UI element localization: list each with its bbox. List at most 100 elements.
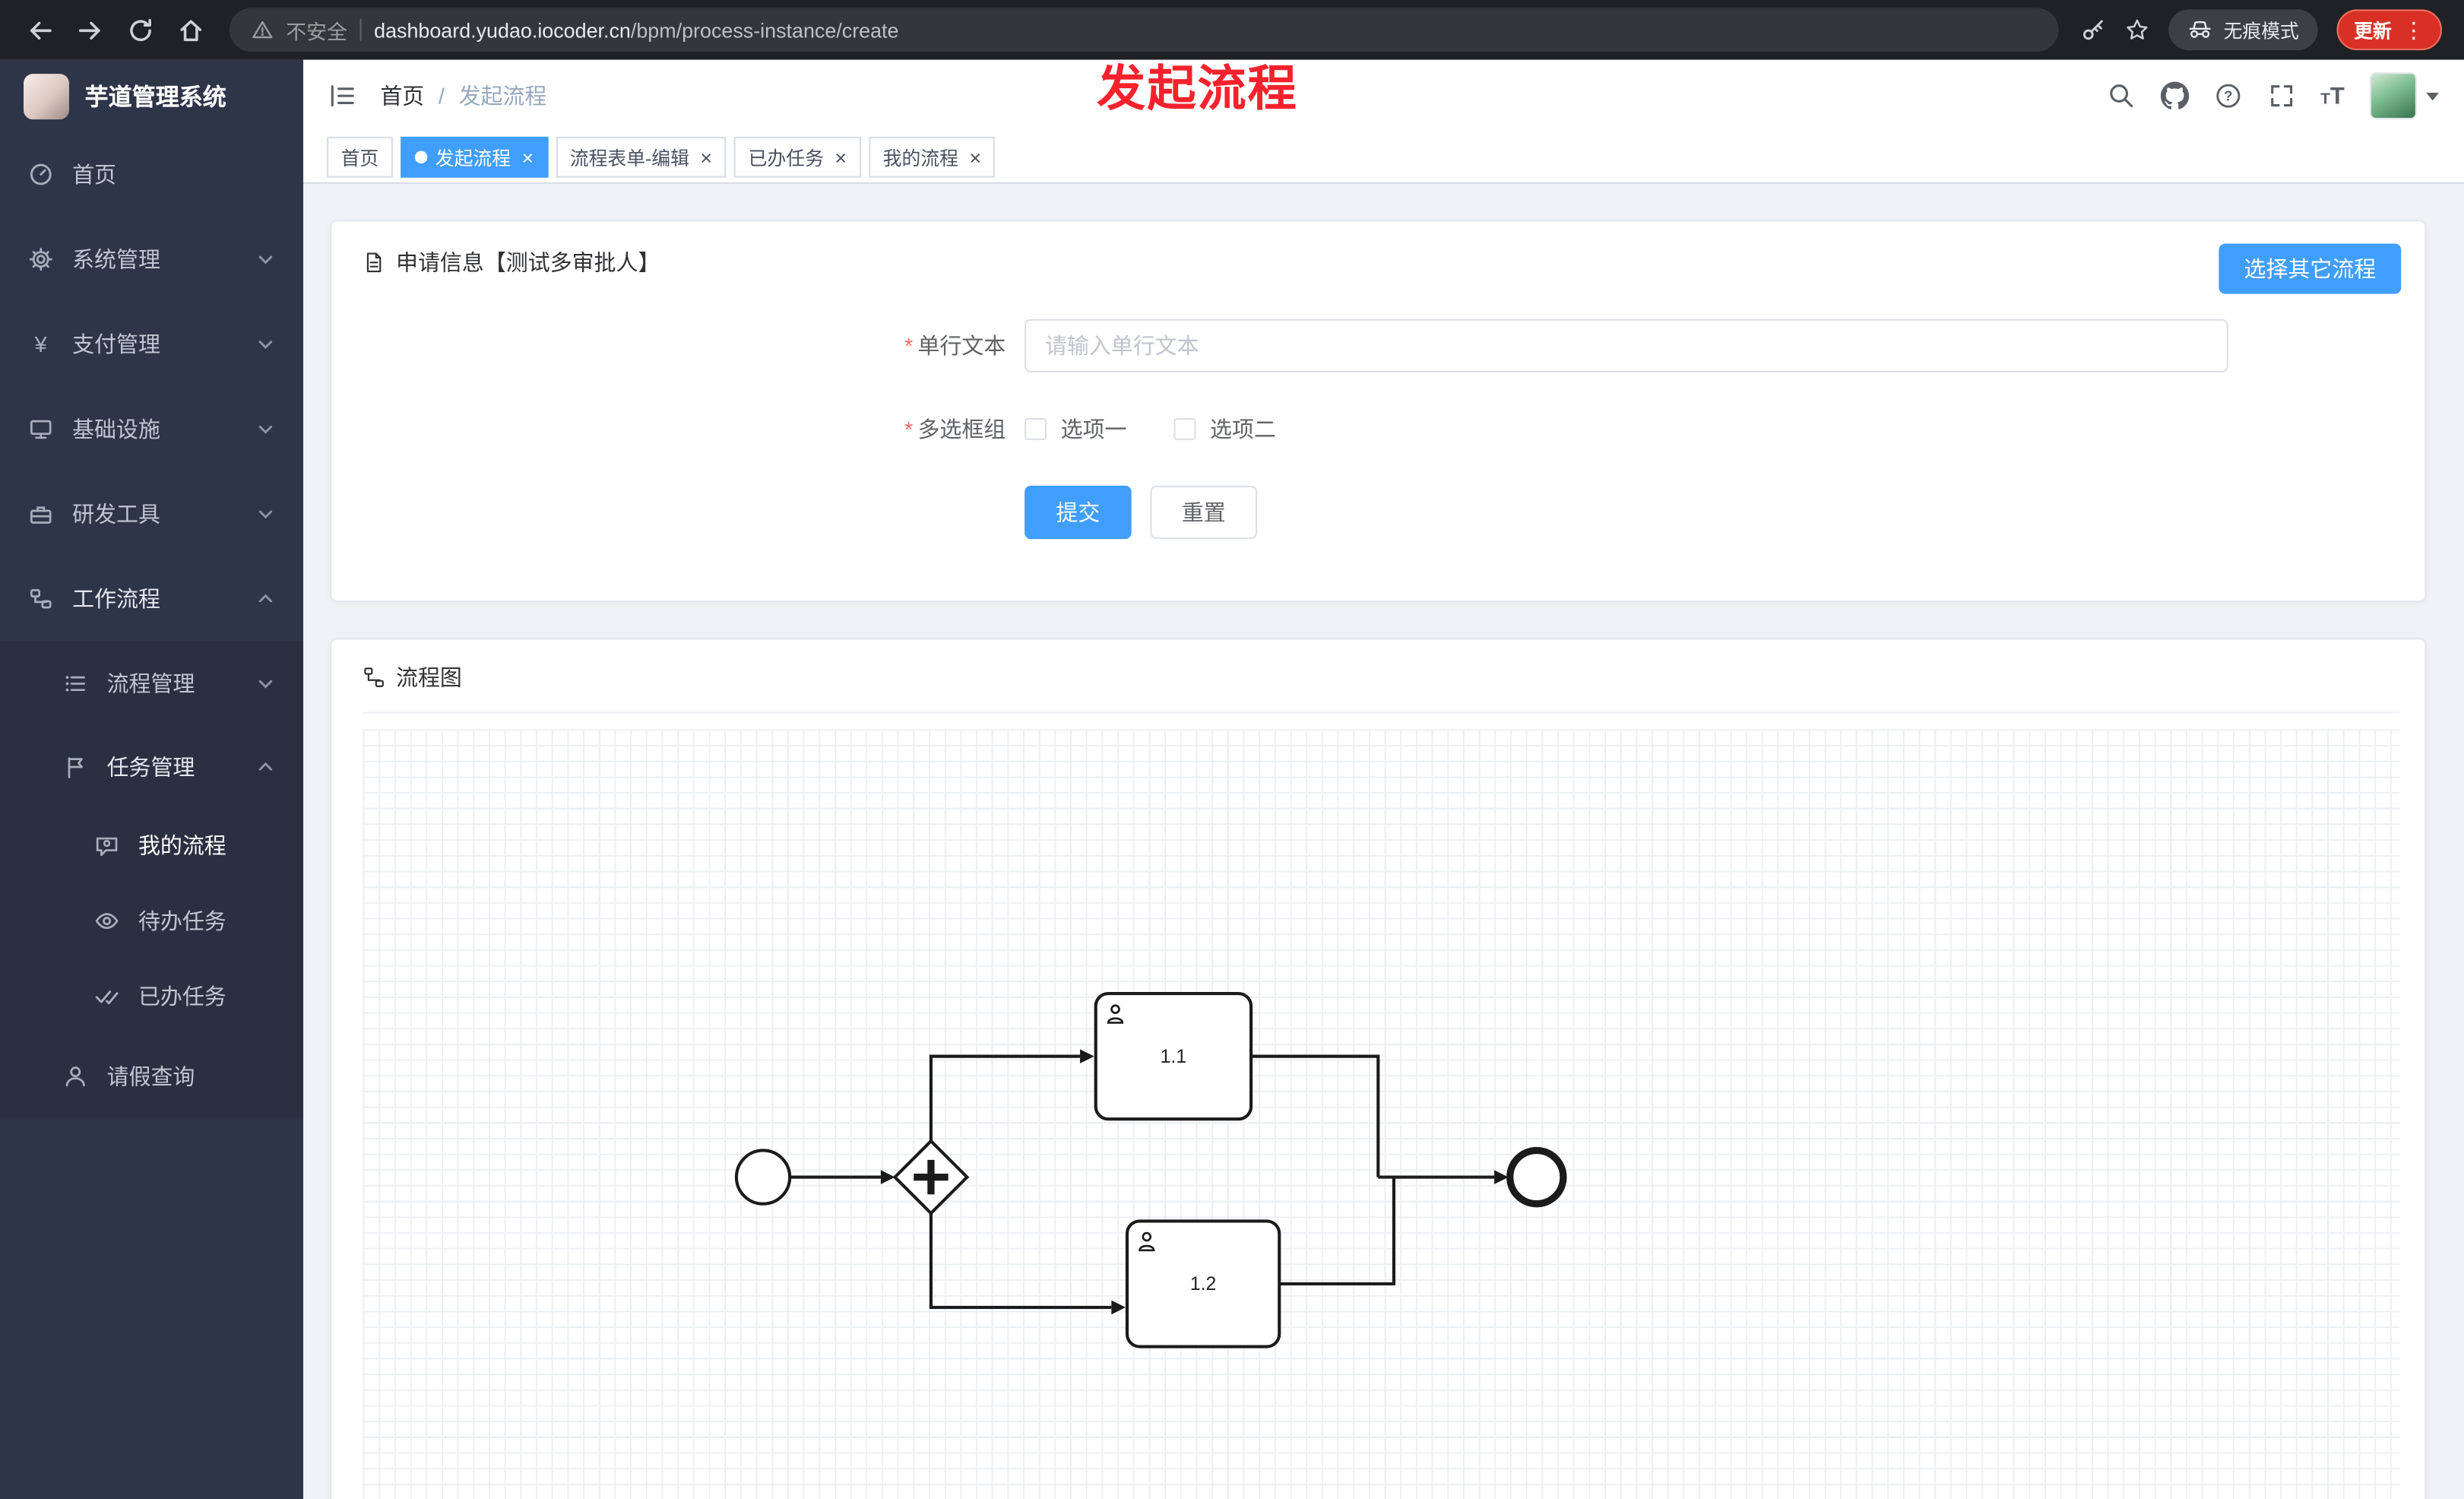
incognito-badge: 无痕模式 — [2168, 9, 2318, 51]
bpmn-diagram: 1.1 1.2 — [734, 991, 1567, 1348]
yen-icon: ¥ — [34, 331, 47, 357]
browser-refresh-icon[interactable] — [116, 6, 163, 53]
checkbox-label: 选项二 — [1210, 416, 1276, 442]
tab-form-edit[interactable]: 流程表单-编辑 × — [556, 136, 727, 178]
update-label: 更新 — [2354, 19, 2392, 42]
sidebar-item-home[interactable]: 首页 — [0, 132, 303, 217]
flow-task2-to-end — [1279, 1177, 1396, 1286]
fullscreen-icon[interactable] — [2267, 82, 2295, 110]
browser-forward-icon[interactable] — [66, 6, 113, 53]
text-field-label: *单行文本 — [904, 333, 1006, 359]
breadcrumb-separator: / — [438, 83, 445, 109]
select-other-process-button[interactable]: 选择其它流程 — [2219, 243, 2402, 294]
search-icon[interactable] — [2107, 82, 2135, 110]
application-info-card: 申请信息【测试多审批人】 选择其它流程 *单行文本 *多选框组 — [330, 220, 2427, 602]
checkbox-icon[interactable] — [1025, 417, 1047, 440]
url-path: /bpm/process-instance/create — [630, 17, 899, 42]
chevron-down-icon — [256, 420, 275, 439]
address-bar[interactable]: 不安全 dashboard.yudao.iocoder.cn/bpm/proce… — [229, 8, 2059, 52]
tab-my-process[interactable]: 我的流程 × — [869, 136, 996, 178]
card-header: 流程图 — [363, 661, 2400, 714]
browser-home-icon[interactable] — [166, 6, 214, 53]
sidebar-item-system[interactable]: 系统管理 — [0, 217, 303, 302]
sidebar-item-infrastructure[interactable]: 基础设施 — [0, 387, 303, 472]
bpmn-task-1-1[interactable] — [1094, 991, 1253, 1121]
bookmark-star-icon[interactable] — [2124, 17, 2149, 43]
bpmn-end-event[interactable] — [1506, 1146, 1567, 1208]
checkbox-icon[interactable] — [1173, 417, 1196, 440]
tab-home[interactable]: 首页 — [327, 136, 393, 178]
sidebar-item-workflow[interactable]: 工作流程 — [0, 556, 303, 642]
logo-avatar — [24, 73, 69, 119]
gear-icon — [28, 247, 53, 272]
active-tab-dot — [414, 151, 428, 164]
sidebar-item-task-management[interactable]: 任务管理 — [0, 724, 303, 808]
sidebar-item-payment[interactable]: ¥ 支付管理 — [0, 302, 303, 387]
single-line-text-input[interactable] — [1025, 318, 2228, 373]
tab-start-process[interactable]: 发起流程 × — [401, 136, 548, 178]
breadcrumb-current: 发起流程 — [458, 83, 547, 109]
document-icon — [363, 252, 385, 274]
sidebar-item-process-management[interactable]: 流程管理 — [0, 642, 303, 725]
flow-gateway-to-task2 — [929, 1213, 1112, 1309]
sidebar-item-label: 我的流程 — [138, 832, 226, 858]
tab-label: 流程表单-编辑 — [569, 147, 689, 170]
sidebar-item-label: 支付管理 — [72, 331, 160, 357]
bpmn-start-event[interactable] — [734, 1149, 792, 1206]
close-icon[interactable]: × — [521, 145, 534, 170]
card-title: 申请信息【测试多审批人】 — [396, 249, 660, 275]
browser-actions: 无痕模式 更新 ⋮ — [2074, 9, 2448, 51]
url-host: dashboard.yudao.iocoder.cn — [374, 17, 631, 42]
browser-back-icon[interactable] — [16, 6, 63, 53]
tab-done-tasks[interactable]: 已办任务 × — [734, 136, 861, 178]
checkbox-option-1[interactable]: 选项一 — [1025, 414, 1126, 445]
sidebar-logo[interactable]: 芋道管理系统 — [0, 60, 303, 132]
close-icon[interactable]: × — [835, 145, 847, 170]
infrastructure-icon — [28, 417, 53, 442]
chevron-down-icon — [256, 505, 275, 524]
bpmn-canvas[interactable]: 1.1 1.2 — [363, 729, 2400, 1499]
card-header: 申请信息【测试多审批人】 — [363, 247, 2393, 278]
help-icon[interactable]: ? — [2214, 82, 2242, 110]
sidebar-item-label: 系统管理 — [72, 246, 160, 272]
incognito-icon — [2187, 17, 2212, 43]
github-icon[interactable] — [2160, 81, 2189, 110]
close-icon[interactable]: × — [969, 145, 982, 170]
task-label: 1.1 — [1161, 1047, 1186, 1067]
submit-button[interactable]: 提交 — [1025, 485, 1132, 540]
chevron-down-icon — [256, 334, 275, 353]
checkbox-field-row: *多选框组 选项一 选项二 — [363, 405, 2393, 452]
sidebar-item-leave-query[interactable]: 请假查询 — [0, 1034, 303, 1117]
workflow-submenu: 流程管理 任务管理 我的流程 待办任务 — [0, 641, 304, 1118]
my-process-icon — [94, 833, 119, 858]
browser-menu-kebab-icon[interactable]: ⋮ — [2402, 17, 2425, 43]
done-task-icon — [94, 984, 119, 1009]
user-menu[interactable] — [2369, 72, 2439, 120]
close-icon[interactable]: × — [700, 145, 713, 170]
arrowhead-icon — [880, 1170, 895, 1184]
chevron-down-icon — [256, 250, 275, 269]
bpmn-task-1-2[interactable] — [1125, 1219, 1281, 1348]
password-key-icon[interactable] — [2080, 17, 2105, 43]
user-avatar[interactable] — [2369, 72, 2417, 120]
sidebar-item-label: 研发工具 — [72, 501, 160, 527]
browser-chrome: 不安全 dashboard.yudao.iocoder.cn/bpm/proce… — [0, 0, 2464, 60]
checkbox-label: 选项一 — [1060, 416, 1127, 442]
chevron-down-icon — [256, 673, 275, 692]
sidebar-item-done-tasks[interactable]: 已办任务 — [0, 959, 303, 1034]
browser-update-button[interactable]: 更新 ⋮ — [2336, 9, 2443, 51]
checkbox-option-2[interactable]: 选项二 — [1173, 414, 1276, 445]
reset-button[interactable]: 重置 — [1150, 485, 1258, 540]
tab-label: 我的流程 — [882, 147, 958, 170]
incognito-label: 无痕模式 — [2223, 19, 2299, 42]
sidebar-item-my-process[interactable]: 我的流程 — [0, 808, 303, 883]
sidebar-item-label: 已办任务 — [138, 984, 226, 1009]
breadcrumb-home[interactable]: 首页 — [380, 83, 425, 109]
process-list-icon — [63, 670, 88, 696]
sidebar-fold-icon[interactable] — [328, 82, 356, 110]
sidebar: 芋道管理系统 首页 系统管理 ¥ 支付管理 — [0, 59, 304, 1499]
sidebar-item-todo-tasks[interactable]: 待办任务 — [0, 883, 303, 959]
sidebar-item-devtools[interactable]: 研发工具 — [0, 471, 303, 556]
